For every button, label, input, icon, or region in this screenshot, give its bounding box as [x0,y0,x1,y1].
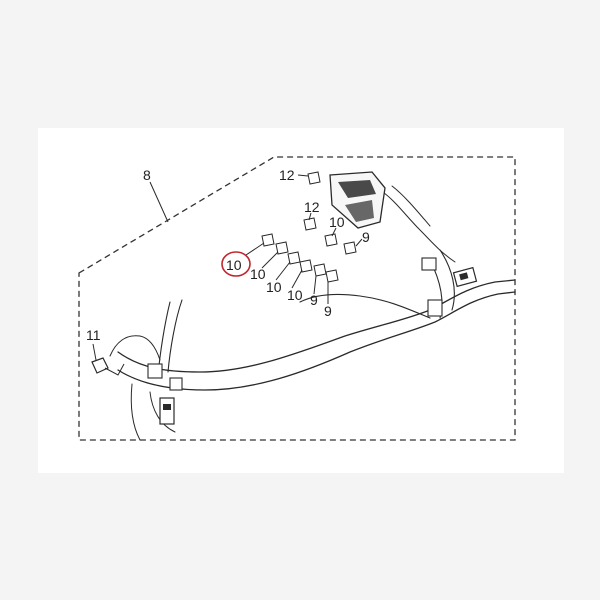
fuse-part-10-hl [261,233,275,247]
fuse-part-12-mid [303,217,317,231]
callout-10-b: 10 [266,279,282,295]
callout-8: 8 [143,167,151,183]
callout-9-upper: 9 [362,229,370,245]
fuse-part-9-upper [343,241,357,255]
connector-right [452,266,478,288]
part-11-connector [91,357,125,376]
fuse-part-10-c [299,259,313,273]
fuse-parts [261,171,357,283]
connector-lower-left [147,363,183,425]
highlight-ring [221,251,251,277]
callout-9-a: 9 [310,292,318,308]
connector-mid [421,257,443,317]
callout-9-b: 9 [324,303,332,319]
fuse-part-9-b [325,269,339,283]
fuse-part-9-a [313,263,327,277]
fuse-part-12-top [307,171,321,185]
callout-10-a: 10 [250,266,266,282]
callout-10-upper: 10 [329,214,345,230]
callout-labels: 8 12 12 10 9 10 10 10 10 9 9 11 [86,167,370,343]
callout-10-highlighted: 10 [226,257,242,273]
fuse-part-10-upper [324,233,338,247]
leader-lines [92,174,363,361]
callout-12-top: 12 [279,167,295,183]
callout-12-mid: 12 [304,199,320,215]
fuse-box [329,171,386,229]
callout-10-c: 10 [287,287,303,303]
fuse-part-10-a [275,241,289,255]
callout-11: 11 [86,327,101,343]
assembly-boundary [78,156,516,441]
